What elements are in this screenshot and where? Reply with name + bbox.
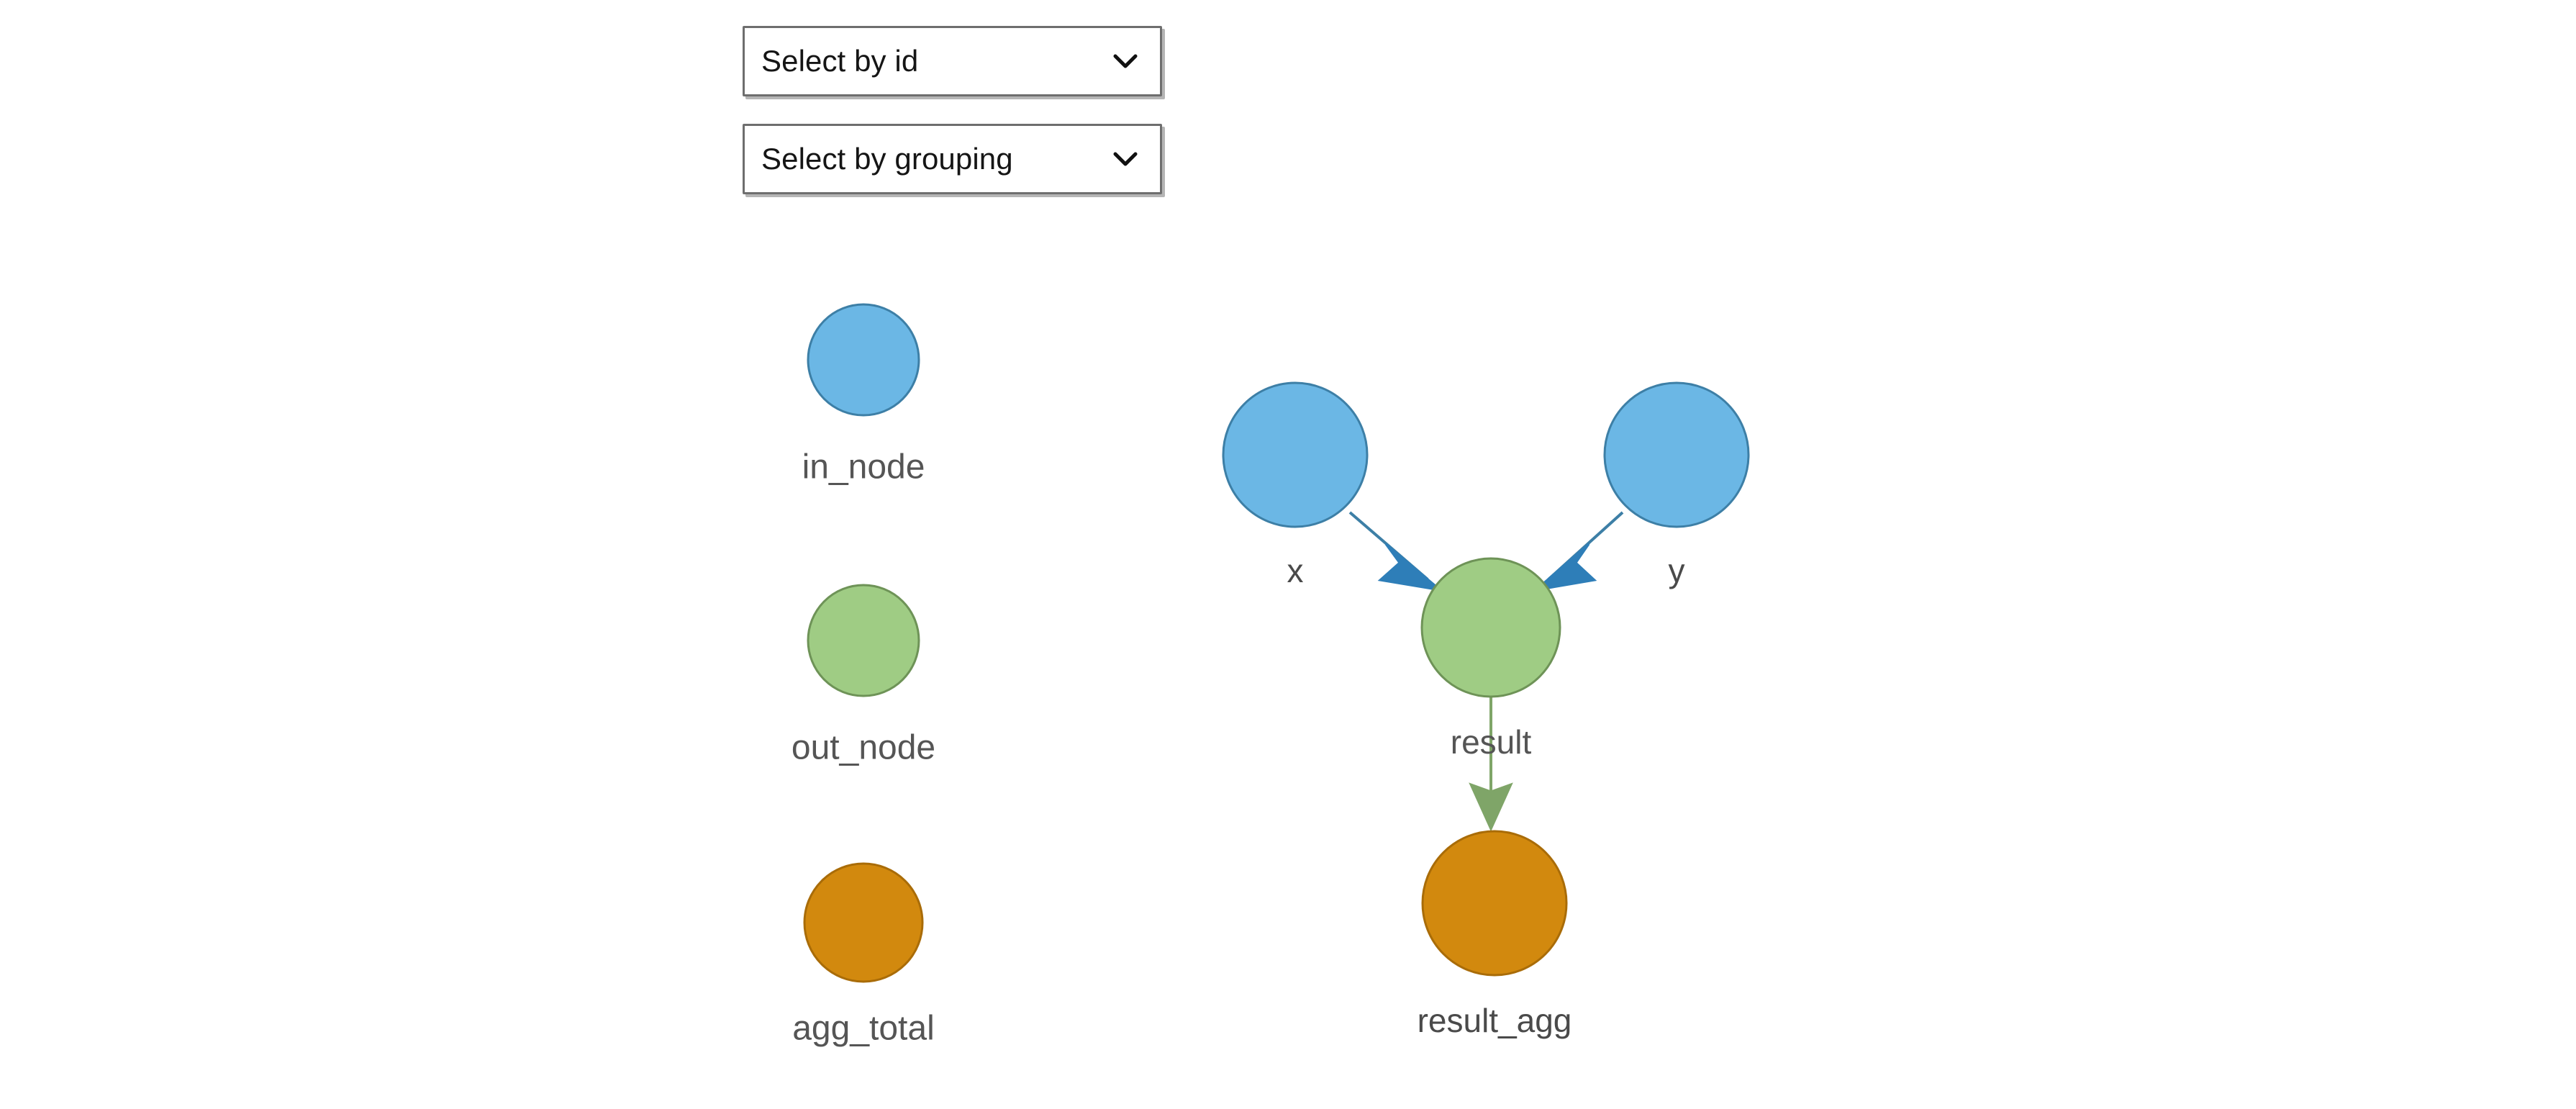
legend-label-in-node: in_node bbox=[802, 448, 925, 486]
node-result-agg[interactable]: result_agg bbox=[1418, 830, 1572, 1039]
legend: in_node out_node agg_total bbox=[792, 303, 935, 1048]
legend-item-in-node[interactable]: in_node bbox=[802, 303, 925, 486]
legend-item-out-node[interactable]: out_node bbox=[792, 584, 935, 767]
arrowhead-y-to-result bbox=[1531, 543, 1597, 592]
legend-item-agg-total[interactable]: agg_total bbox=[792, 862, 935, 1048]
legend-swatch-in-node[interactable] bbox=[807, 303, 920, 417]
graph-edges: result bbox=[1348, 511, 1624, 832]
select-by-grouping-box[interactable] bbox=[743, 124, 1162, 194]
arrowhead-x-to-result bbox=[1377, 543, 1445, 592]
node-circle-y[interactable] bbox=[1603, 381, 1750, 528]
legend-label-out-node: out_node bbox=[792, 729, 935, 767]
edge-result-to-result-agg[interactable]: result bbox=[1451, 697, 1532, 832]
node-circle-result-agg[interactable] bbox=[1421, 830, 1568, 977]
node-y[interactable]: y bbox=[1603, 381, 1750, 589]
legend-swatch-out-node[interactable] bbox=[807, 584, 920, 697]
node-label-result-agg: result_agg bbox=[1418, 1002, 1572, 1039]
arrowhead-result-to-result-agg bbox=[1469, 782, 1513, 832]
edge-label-result: result bbox=[1451, 723, 1532, 761]
select-by-id-box[interactable] bbox=[743, 26, 1162, 96]
node-circle-result[interactable] bbox=[1420, 557, 1561, 698]
edge-y-to-result[interactable] bbox=[1531, 511, 1624, 592]
node-label-x: x bbox=[1287, 552, 1304, 589]
legend-label-agg-total: agg_total bbox=[792, 1010, 935, 1048]
graph-nodes: x y result_agg bbox=[1222, 381, 1750, 1039]
node-x[interactable]: x bbox=[1222, 381, 1369, 589]
edge-x-to-result[interactable] bbox=[1348, 511, 1445, 592]
node-circle-x[interactable] bbox=[1222, 381, 1369, 528]
node-label-y: y bbox=[1669, 552, 1685, 589]
legend-swatch-agg-total[interactable] bbox=[803, 862, 924, 983]
node-result[interactable] bbox=[1420, 557, 1561, 698]
